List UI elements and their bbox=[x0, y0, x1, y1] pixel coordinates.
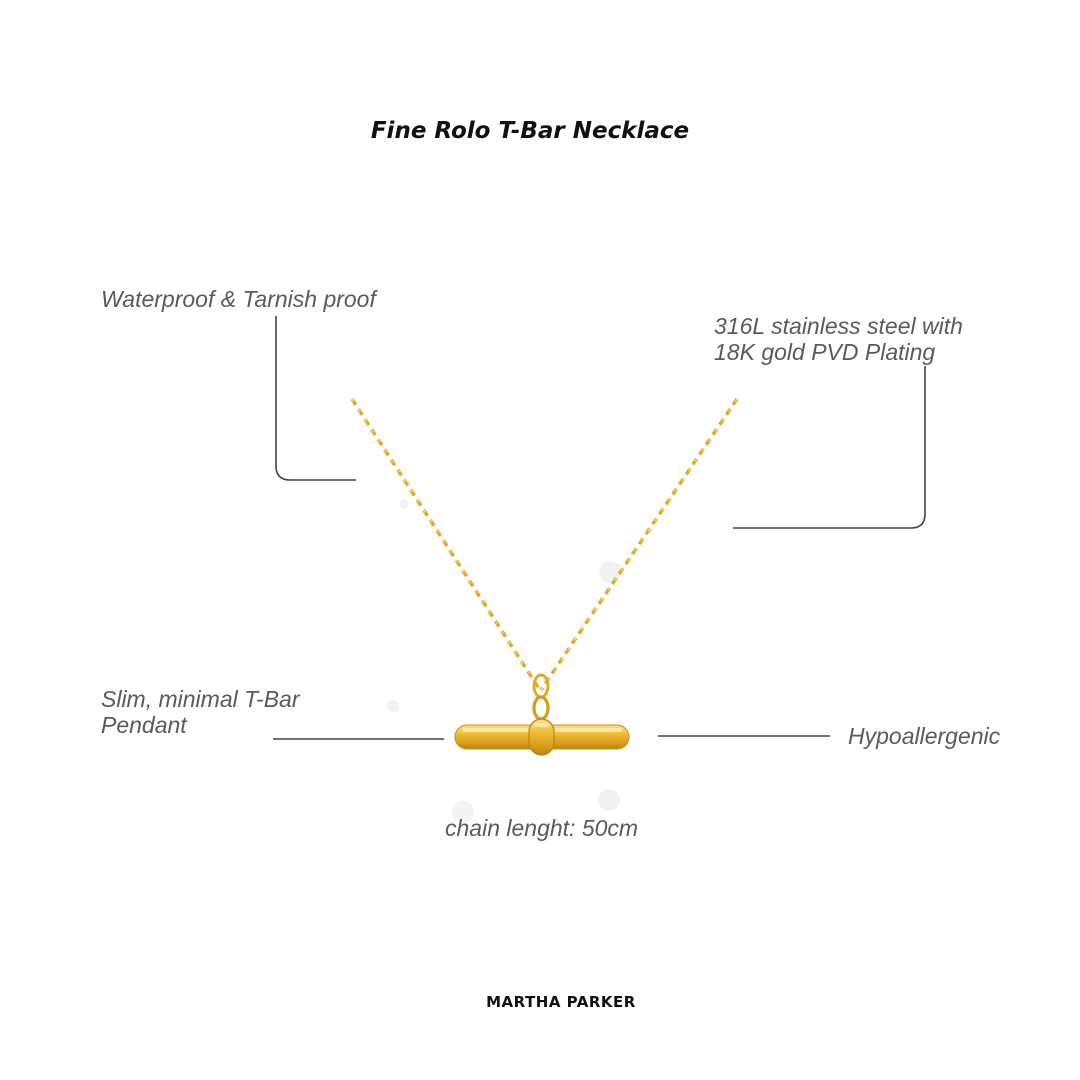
callout-line-waterproof bbox=[275, 316, 356, 481]
feature-pendant-line2: Pendant bbox=[101, 712, 187, 738]
feature-pendant-line1: Slim, minimal T-Bar bbox=[101, 686, 300, 712]
feature-waterproof: Waterproof & Tarnish proof bbox=[101, 286, 376, 312]
feature-material-line2: 18K gold PVD Plating bbox=[714, 339, 936, 365]
product-title: Fine Rolo T-Bar Necklace bbox=[370, 118, 690, 144]
necklace-chain bbox=[350, 398, 739, 691]
callout-lines bbox=[273, 316, 926, 740]
pendant-bail bbox=[532, 673, 550, 721]
feature-chain-length: chain lenght: 50cm bbox=[445, 815, 639, 841]
feature-material-line1: 316L stainless steel with bbox=[714, 313, 963, 339]
callout-line-material bbox=[733, 366, 926, 529]
feature-hypoallergenic: Hypoallergenic bbox=[848, 723, 1001, 749]
t-bar-pendant bbox=[454, 718, 630, 756]
brand-name: MARTHA PARKER bbox=[486, 993, 636, 1011]
background-specks bbox=[387, 499, 621, 823]
